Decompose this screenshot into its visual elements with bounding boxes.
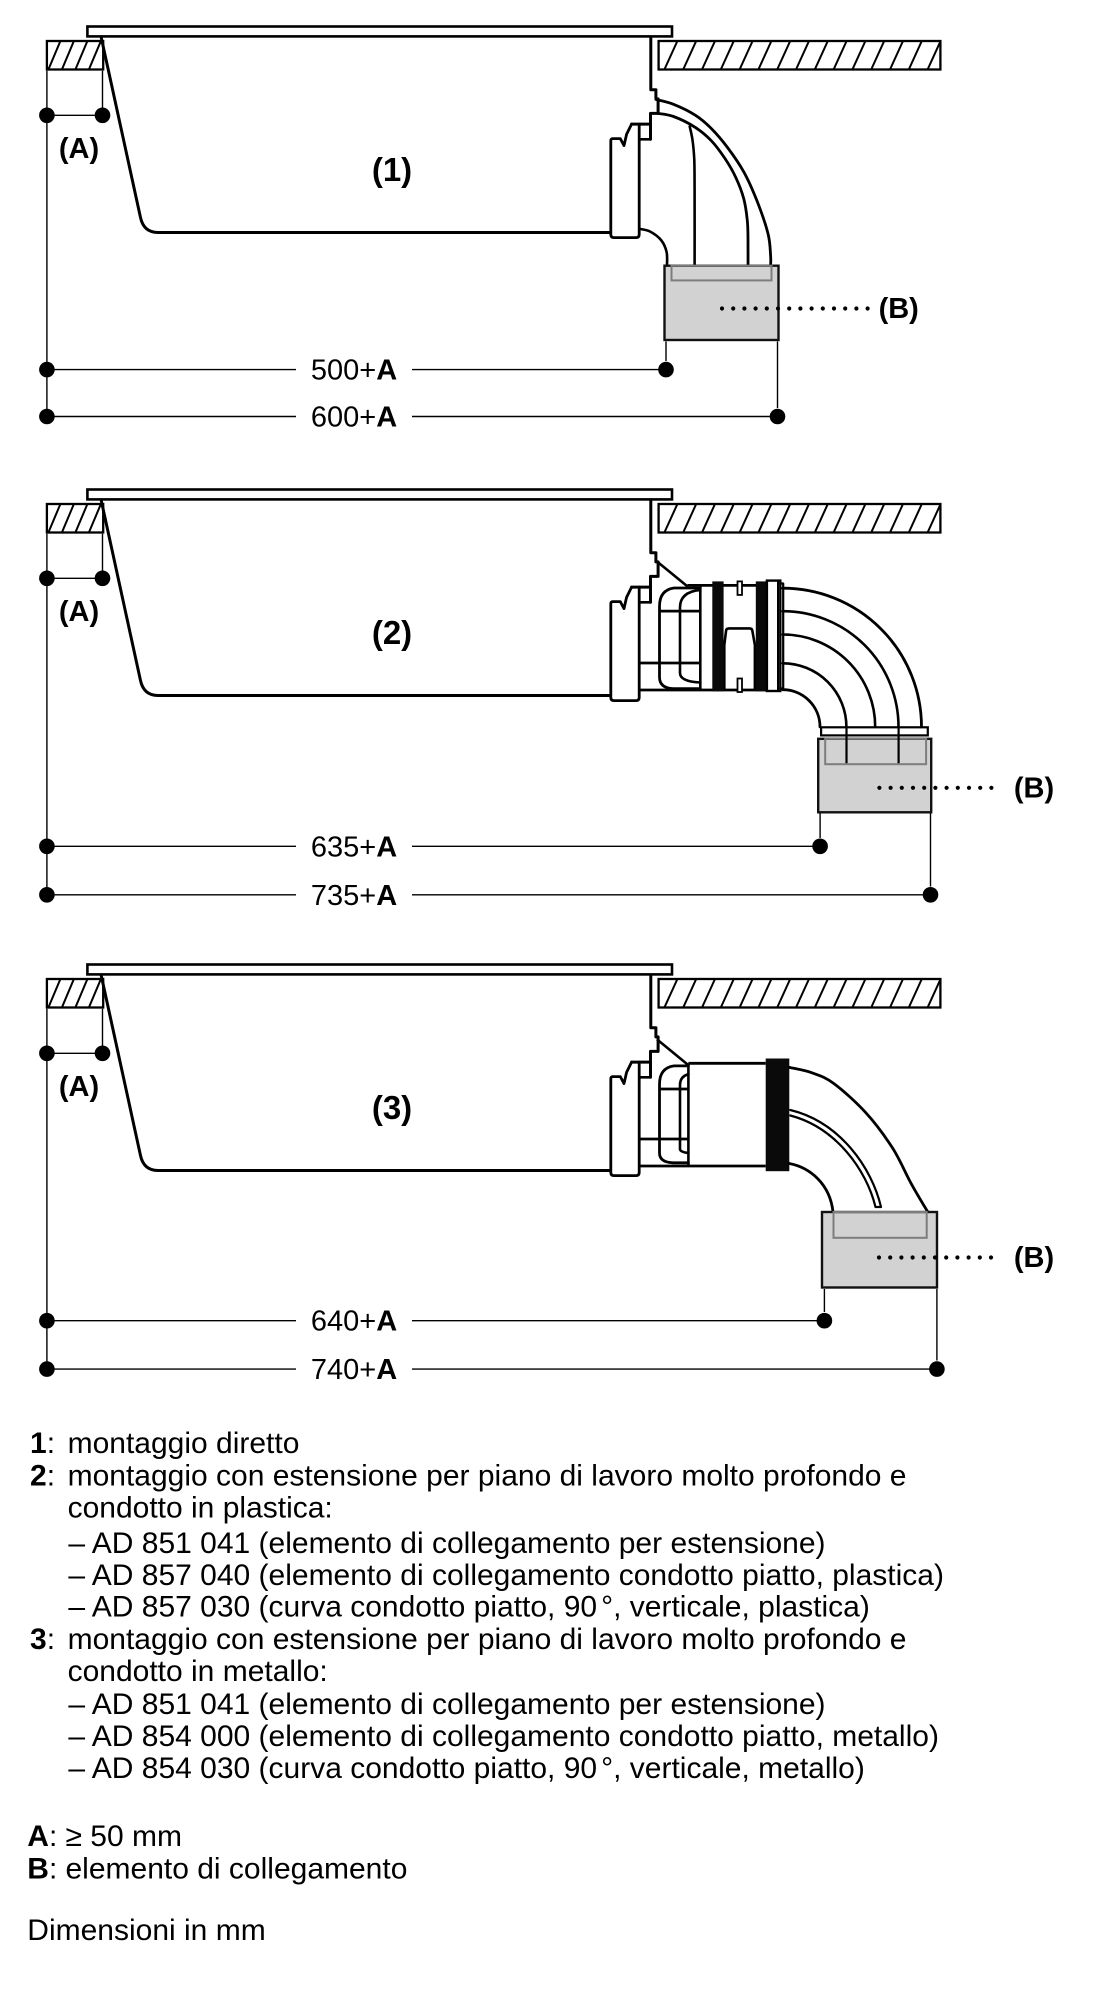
svg-text:(A): (A) (59, 596, 99, 628)
svg-text:(B): (B) (1014, 773, 1054, 805)
svg-text:2:montaggio con estensione per: 2:montaggio con estensione per piano di … (30, 1460, 906, 1493)
svg-text:640+A: 640+A (311, 1306, 397, 1338)
svg-text:3:montaggio con estensione per: 3:montaggio con estensione per piano di … (30, 1623, 906, 1656)
svg-text:635+A: 635+A (311, 831, 397, 863)
svg-text:500+A: 500+A (311, 355, 397, 387)
svg-text:B:elemento di collegamento: B:elemento di collegamento (27, 1853, 407, 1886)
svg-text:(2): (2) (372, 614, 412, 651)
svg-text:condotto in metallo:: condotto in metallo: (68, 1655, 328, 1688)
svg-text:1:montaggio diretto: 1:montaggio diretto (30, 1427, 299, 1460)
svg-text:(1): (1) (372, 151, 412, 188)
svg-text:(3): (3) (372, 1089, 412, 1126)
svg-text:Dimensioni in mm: Dimensioni in mm (27, 1914, 265, 1947)
svg-text:– AD 857 030 (curva condotto p: – AD 857 030 (curva condotto piatto, 90°… (68, 1591, 869, 1624)
svg-text:– AD 854 000 (elemento di coll: – AD 854 000 (elemento di collegamento c… (68, 1720, 939, 1753)
svg-text:– AD 851 041 (elemento di coll: – AD 851 041 (elemento di collegamento p… (68, 1688, 825, 1721)
svg-text:(B): (B) (1014, 1242, 1054, 1274)
svg-text:740+A: 740+A (311, 1354, 397, 1386)
svg-text:(A): (A) (59, 133, 99, 165)
svg-text:(B): (B) (879, 293, 919, 325)
svg-text:(A): (A) (59, 1071, 99, 1103)
svg-text:condotto in plastica:: condotto in plastica: (68, 1492, 333, 1525)
svg-text:600+A: 600+A (311, 402, 397, 434)
svg-text:735+A: 735+A (311, 880, 397, 912)
svg-text:– AD 857 040 (elemento di coll: – AD 857 040 (elemento di collegamento c… (68, 1559, 944, 1592)
svg-text:– AD 854 030 (curva condotto p: – AD 854 030 (curva condotto piatto, 90°… (68, 1752, 864, 1785)
svg-text:A:≥ 50 mm: A:≥ 50 mm (27, 1820, 182, 1853)
svg-text:– AD 851 041 (elemento di coll: – AD 851 041 (elemento di collegamento p… (68, 1527, 825, 1560)
